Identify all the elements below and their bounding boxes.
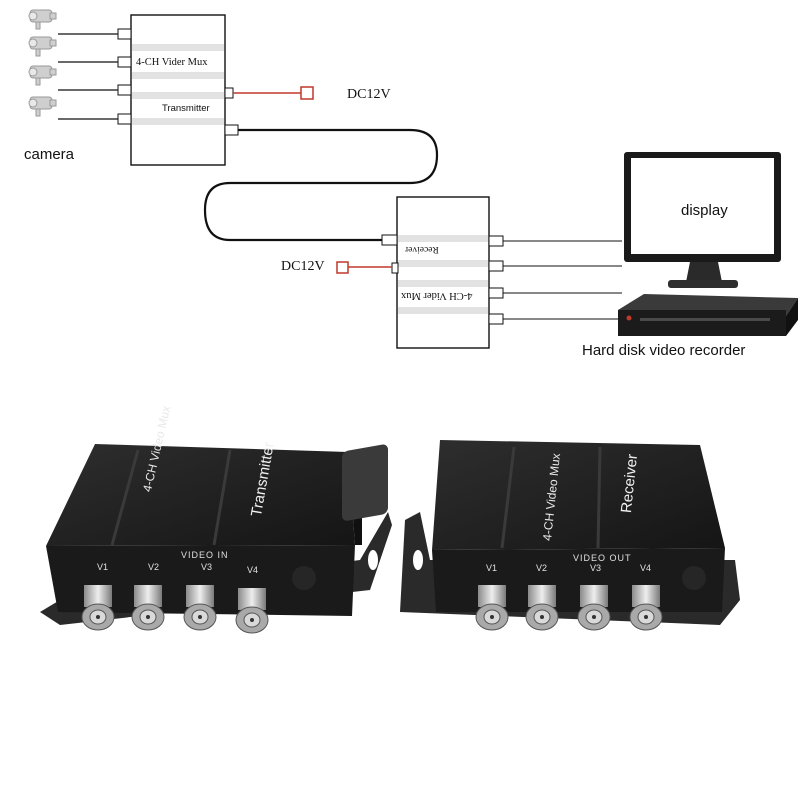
receiver-port-group: VIDEO OUT xyxy=(573,553,632,563)
transmitter-port-v4: V4 xyxy=(247,565,259,575)
transmitter-role: Transmitter xyxy=(162,103,210,114)
receiver-port-v1: V1 xyxy=(486,563,498,573)
receiver-port-v4: V4 xyxy=(640,563,652,573)
transmitter-port-v3: V3 xyxy=(201,562,213,572)
receiver-box xyxy=(381,196,504,349)
receiver-title: 4-CH Vider Mux xyxy=(401,290,473,301)
power-label-top: DC12V xyxy=(347,87,391,102)
camera-icon-3 xyxy=(28,65,57,86)
transmitter-title: 4-CH Vider Mux xyxy=(136,57,208,68)
camera-cables xyxy=(58,33,118,120)
link-cable xyxy=(203,128,439,242)
receiver-role: Receiver xyxy=(405,244,439,254)
recorder-label: Hard disk video recorder xyxy=(582,342,746,359)
power-line-top xyxy=(233,86,314,100)
transmitter-box xyxy=(117,14,239,166)
dvr-icon xyxy=(618,294,798,336)
camera-icon-4 xyxy=(28,96,57,117)
transmitter-port-v1: V1 xyxy=(97,562,109,572)
power-line-bottom xyxy=(336,261,392,274)
camera-icon-2 xyxy=(28,36,57,57)
receiver-port-v2: V2 xyxy=(536,563,548,573)
monitor-icon xyxy=(624,152,781,288)
receiver-port-v3: V3 xyxy=(590,563,602,573)
power-label-bottom: DC12V xyxy=(281,259,325,274)
camera-icon-1 xyxy=(28,9,57,30)
display-label: display xyxy=(681,202,728,219)
output-cables xyxy=(503,240,622,320)
camera-label: camera xyxy=(24,146,75,163)
transmitter-port-v2: V2 xyxy=(148,562,160,572)
transmitter-port-group: VIDEO IN xyxy=(181,550,229,560)
